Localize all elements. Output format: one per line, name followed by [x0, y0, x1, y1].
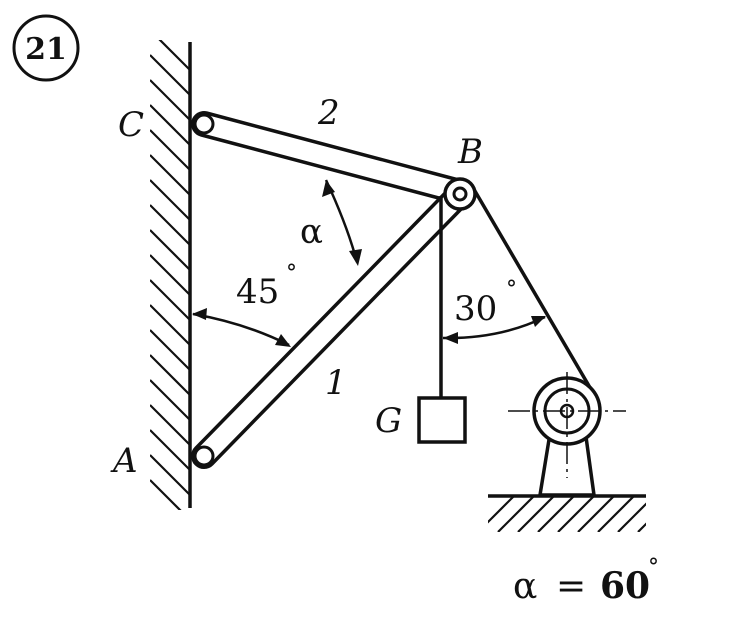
- problem-number: 21: [25, 32, 67, 67]
- angle-arc-alpha: [322, 179, 362, 266]
- problem-number-badge: 21: [12, 14, 80, 82]
- ground: [488, 494, 646, 532]
- label-b: B: [457, 132, 483, 172]
- label-rod-1: 1: [325, 363, 347, 403]
- given-value: 60: [600, 565, 650, 607]
- label-c: C: [118, 105, 144, 145]
- label-a: A: [110, 441, 138, 481]
- given-equals: =: [556, 566, 586, 607]
- hinge-c: [193, 113, 215, 135]
- label-angle-30-degree: °: [506, 277, 517, 302]
- angle-arc-30: [442, 315, 546, 344]
- wall: [150, 40, 192, 510]
- label-angle-45: 45: [236, 272, 279, 312]
- label-angle-45-degree: °: [286, 261, 297, 286]
- hinge-a: [193, 445, 215, 467]
- rod-2: [191, 111, 473, 205]
- joint-b: [443, 177, 477, 211]
- label-angle-30: 30: [454, 289, 497, 329]
- rod-1: [191, 181, 473, 469]
- pulley: [508, 372, 626, 478]
- weight-g: [417, 396, 467, 444]
- given-degree: °: [648, 555, 659, 580]
- given-alpha-symbol: α: [513, 566, 537, 607]
- label-rod-2: 2: [317, 93, 340, 133]
- angle-arc-45: [192, 308, 291, 347]
- label-g: G: [375, 401, 402, 441]
- given-formula: α = 60 °: [513, 555, 659, 607]
- label-alpha: α: [300, 212, 323, 252]
- rope-to-pulley: [470, 185, 601, 404]
